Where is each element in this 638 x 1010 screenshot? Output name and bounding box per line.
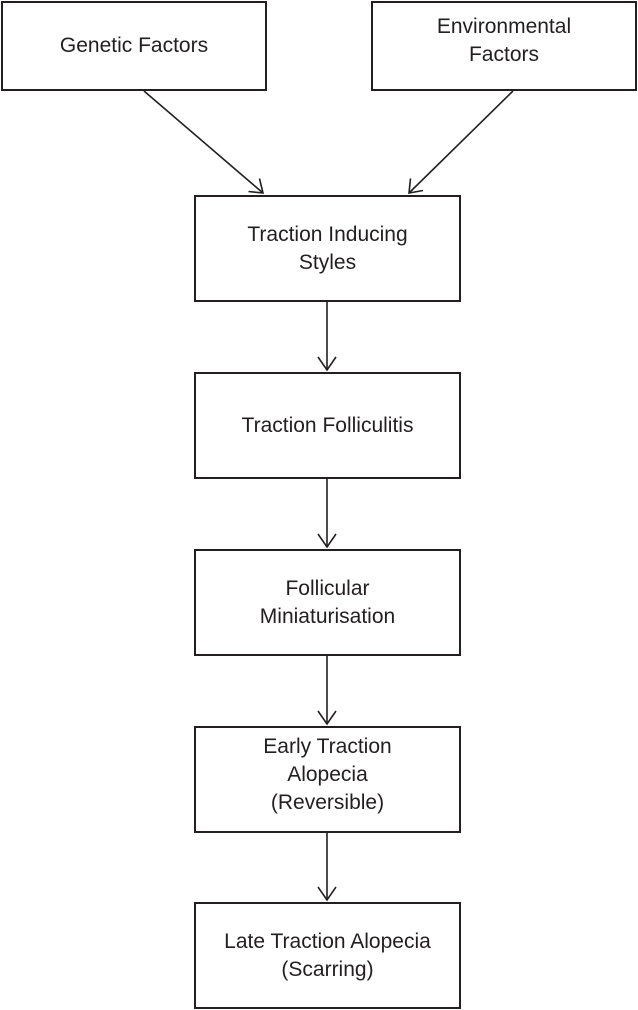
arrow-genetic-to-styles: [143, 90, 265, 194]
node-early-traction-alopecia: Early Traction Alopecia (Reversible): [194, 726, 461, 833]
node-traction-inducing-styles-label: Traction Inducing Styles: [247, 222, 408, 274]
node-follicular-miniaturisation-label: Follicular Miniaturisation: [259, 576, 396, 628]
arrow-environmental-to-styles: [408, 90, 514, 194]
node-environmental-factors-label: Environmental Factors: [436, 15, 572, 66]
node-environmental-factors: Environmental Factors: [371, 1, 637, 91]
arrow-miniaturisation-to-early: [317, 656, 337, 726]
node-traction-inducing-styles: Traction Inducing Styles: [194, 195, 461, 302]
node-genetic-factors: Genetic Factors: [1, 1, 267, 91]
arrow-folliculitis-to-miniaturisation: [317, 479, 337, 549]
arrow-styles-to-folliculitis: [317, 302, 337, 372]
node-genetic-factors-label: Genetic Factors: [59, 34, 209, 57]
node-early-traction-alopecia-label: Early Traction Alopecia (Reversible): [263, 734, 392, 814]
node-late-traction-alopecia-label: Late Traction Alopecia (Scarring): [224, 929, 431, 981]
node-late-traction-alopecia: Late Traction Alopecia (Scarring): [194, 902, 461, 1009]
node-follicular-miniaturisation: Follicular Miniaturisation: [194, 549, 461, 656]
arrow-early-to-late: [317, 833, 337, 902]
node-traction-folliculitis: Traction Folliculitis: [194, 372, 461, 479]
node-traction-folliculitis-label: Traction Folliculitis: [241, 413, 414, 437]
